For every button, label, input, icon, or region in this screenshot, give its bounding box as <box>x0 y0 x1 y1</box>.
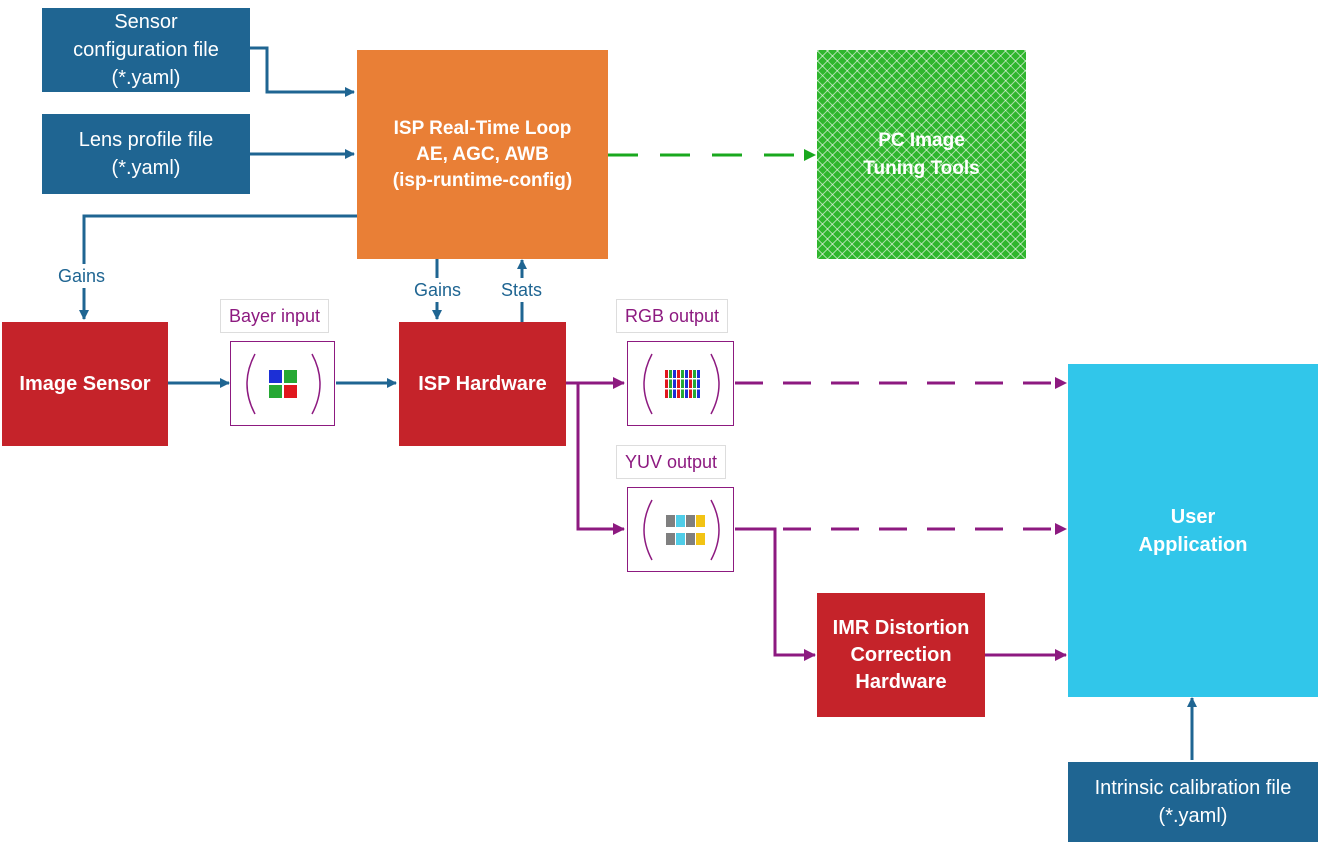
intrinsic-line-1: Intrinsic calibration file <box>1094 777 1292 799</box>
image-sensor-label: Image Sensor <box>19 372 151 395</box>
gains-label-center: Gains <box>411 278 465 302</box>
yuv-output-frame <box>627 487 734 572</box>
isp-loop-line-3: (isp-runtime-config) <box>392 169 573 191</box>
pc-tools-line-1: PC Image <box>878 129 965 151</box>
bayer-input-label: Bayer input <box>220 299 330 333</box>
isp-hardware-box: ISP Hardware <box>399 322 566 446</box>
bayer-pattern-icon <box>246 353 321 415</box>
arrow-yuv-to-imr <box>735 527 816 661</box>
gains-label-left: Gains <box>55 264 109 288</box>
stats-label: Stats <box>498 278 546 302</box>
rgb-output-frame <box>627 341 734 426</box>
imr-line-2: Correction <box>850 643 952 666</box>
intrinsic-line-2: (*.yaml) <box>1158 805 1228 827</box>
sensor-config-line-1: Sensor <box>114 11 178 33</box>
lens-profile-line-1: Lens profile file <box>78 129 214 151</box>
isp-loop-line-1: ISP Real-Time Loop <box>393 117 572 139</box>
lens-profile-line-2: (*.yaml) <box>111 157 181 179</box>
pc-image-tuning-tools-box: PC Image Tuning Tools <box>817 50 1026 259</box>
imr-line-1: IMR Distortion <box>832 616 970 639</box>
isp-hardware-label: ISP Hardware <box>418 372 547 395</box>
rgb-output-label: RGB output <box>616 299 729 333</box>
pc-tools-line-2: Tuning Tools <box>863 157 980 179</box>
isp-loop-line-2: AE, AGC, AWB <box>416 143 549 165</box>
user-app-line-1: User <box>1170 505 1216 528</box>
arrow-isp-hardware-to-yuv <box>566 381 625 535</box>
user-app-line-2: Application <box>1138 533 1248 556</box>
sensor-config-line-3: (*.yaml) <box>111 67 181 89</box>
lens-profile-file-box: Lens profile file (*.yaml) <box>42 114 250 194</box>
rgb-planes-icon <box>643 353 720 415</box>
imr-line-3: Hardware <box>855 670 947 693</box>
intrinsic-calibration-file-box: Intrinsic calibration file (*.yaml) <box>1068 762 1318 842</box>
yuv-planes-icon <box>643 499 720 561</box>
image-sensor-box: Image Sensor <box>2 322 168 446</box>
bayer-input-frame <box>230 341 335 426</box>
user-application-box: User Application <box>1068 364 1318 697</box>
isp-real-time-loop-box: ISP Real-Time Loop AE, AGC, AWB (isp-run… <box>357 50 608 259</box>
yuv-output-label: YUV output <box>616 445 727 479</box>
sensor-config-file-box: Sensor configuration file (*.yaml) <box>42 8 250 92</box>
arrow-sensor-config-to-isp-loop <box>250 46 355 97</box>
sensor-config-line-2: configuration file <box>73 39 219 61</box>
imr-distortion-correction-box: IMR Distortion Correction Hardware <box>817 593 985 717</box>
